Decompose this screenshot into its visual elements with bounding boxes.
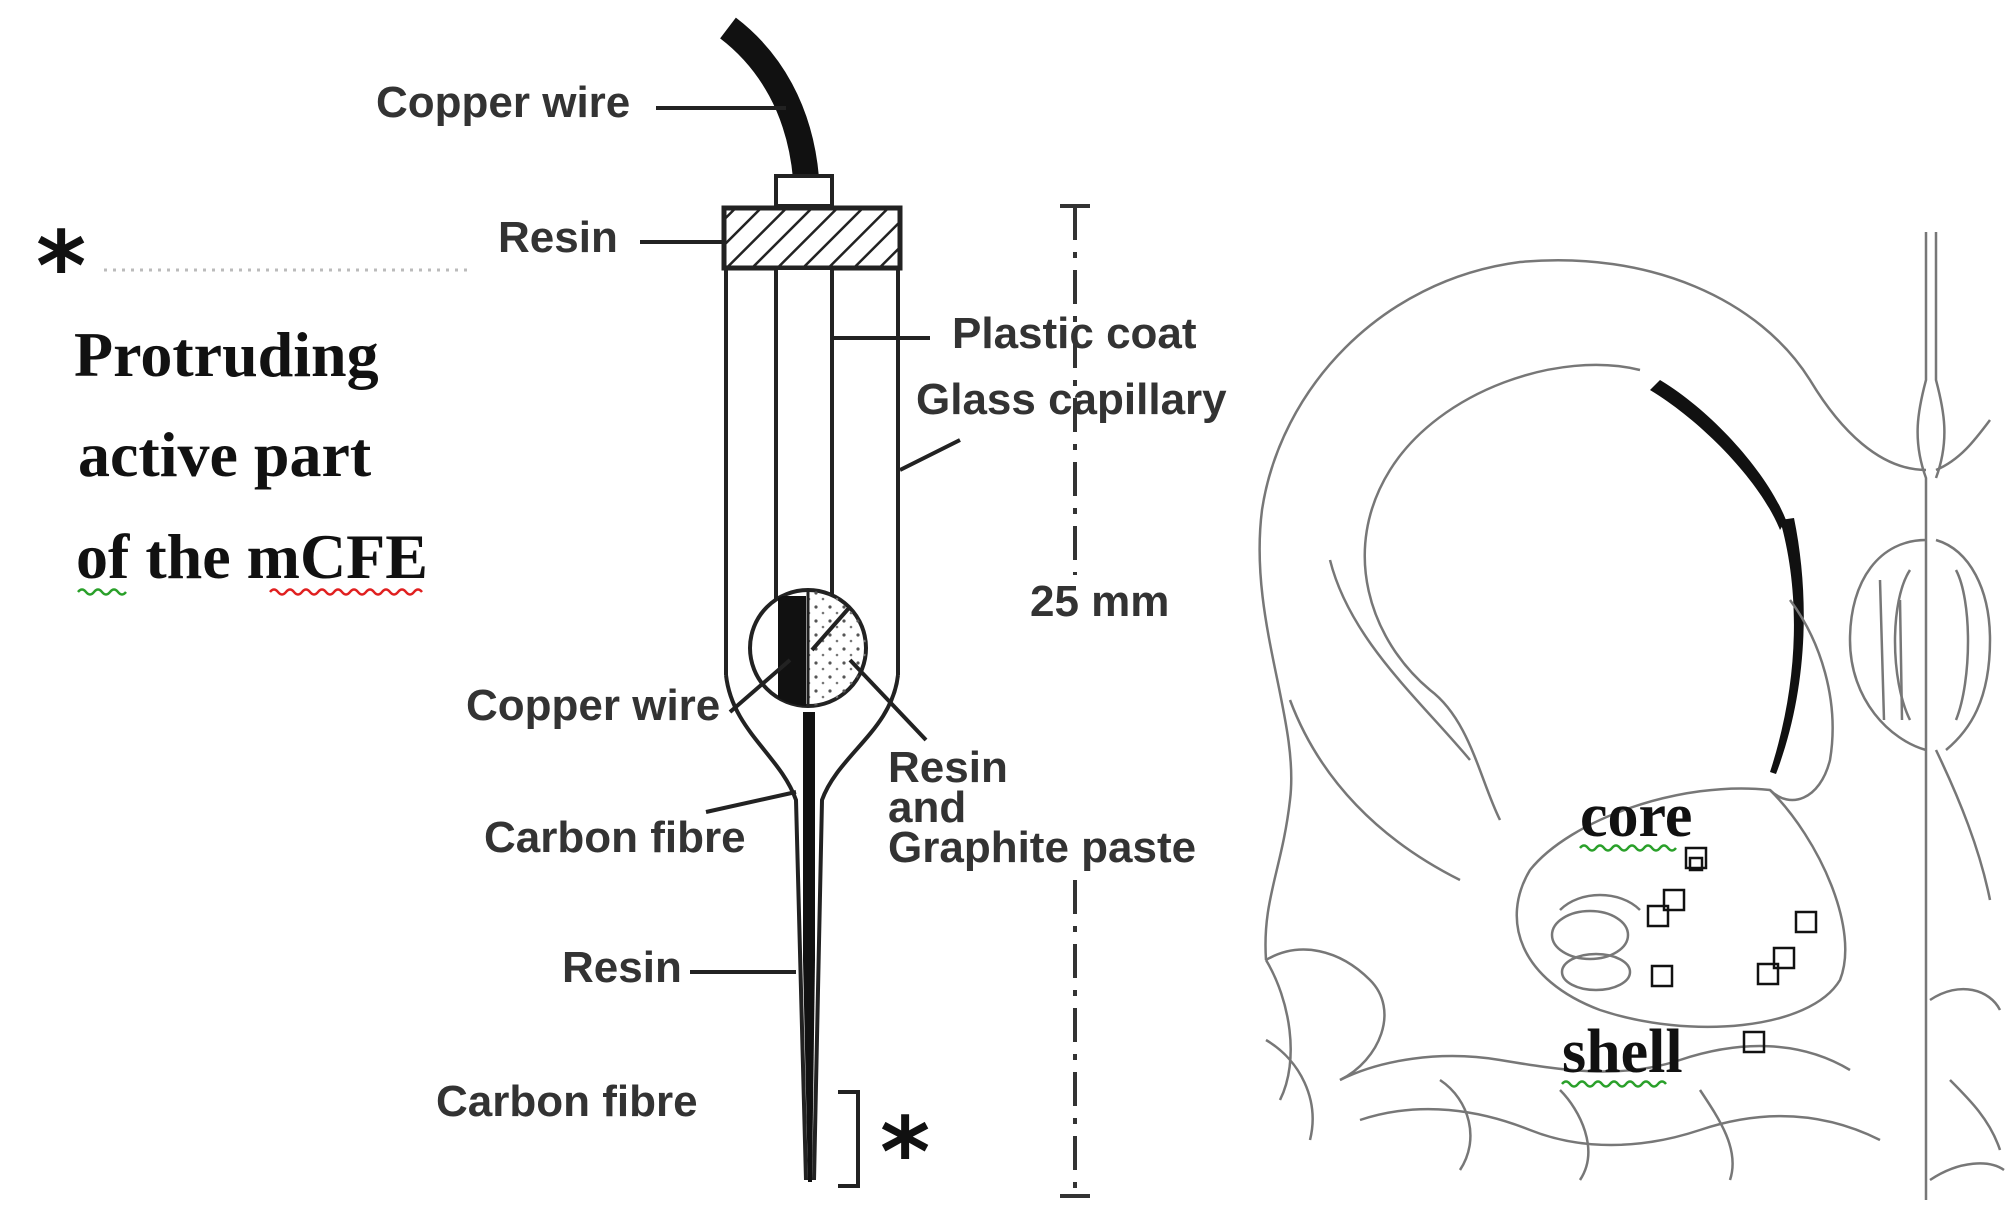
capillary-taper-right (812, 674, 900, 1181)
spellcheck-underline-mcfe (269, 588, 423, 596)
label-copper-wire-top: Copper wire (376, 78, 630, 127)
leader-copper-wire-mid (728, 658, 792, 714)
copper-wire-cable (719, 17, 819, 180)
right-lower-lines (1929, 1162, 2005, 1182)
marker (1650, 964, 1674, 988)
ventricle-wall (1770, 518, 1804, 774)
label-copper-wire-mid: Copper wire (466, 681, 720, 730)
olfactory-tubercle (1339, 1044, 1851, 1082)
label-resin-bottom: Resin (562, 943, 682, 992)
marker (1684, 846, 1708, 870)
septum-columns (1878, 579, 1904, 721)
label-resin-top: Resin (498, 213, 618, 262)
magnified-joint (748, 588, 868, 708)
marker (1688, 856, 1704, 872)
spellcheck-underline-of (77, 588, 127, 596)
lateral-lobe (1265, 948, 1386, 1082)
ventral-boundary (1359, 1107, 1881, 1147)
label-resin-and-graphite-1: Resin (888, 743, 1008, 792)
electrode-diagram (104, 17, 1090, 1198)
lateral-ventricle (1650, 380, 1786, 530)
septum-lobe-inner (1893, 569, 1912, 721)
cortex-outer (1258, 258, 1927, 961)
carbon-fibre (803, 712, 815, 1182)
marker (1646, 904, 1670, 928)
region-label-core: core (1580, 782, 1692, 850)
brain-section (1258, 232, 2005, 1200)
region-labels: core shell (1561, 782, 1692, 1088)
spellcheck-underline-shell (1561, 1080, 1667, 1088)
septum-lobe (1848, 538, 1927, 752)
right-hemisphere-partial (1929, 749, 2002, 1151)
label-glass-capillary: Glass capillary (916, 375, 1227, 424)
left-edge-lines (1264, 959, 1314, 1141)
septum-lobe-right-inner (1954, 569, 1970, 721)
leader-glass-capillary (899, 438, 961, 472)
note-line-3: of the mCFE (76, 521, 428, 592)
leader-carbon-fibre-mid (705, 790, 797, 814)
anterior-commissure-2 (1560, 952, 1632, 992)
plastic-coat-tube (774, 266, 834, 600)
anterior-commissure-1 (1550, 909, 1630, 961)
midline (1916, 232, 1928, 1200)
placement-markers (1646, 846, 1818, 1054)
external-capsule (1328, 559, 1471, 761)
protruding-bracket (838, 1090, 860, 1188)
asterisk-bottom: * (880, 1097, 930, 1209)
note-line-2: active part (78, 419, 372, 490)
marker (1794, 910, 1818, 934)
striatum (1769, 599, 1834, 802)
label-resin-and-graphite-2: and (888, 783, 966, 832)
electrode-labels: Copper wire Resin Plastic coat Glass cap… (36, 78, 1227, 1209)
midline-inner (1934, 232, 1946, 479)
ventral-boundary-2 (1439, 1078, 1734, 1181)
marker (1742, 1030, 1766, 1054)
label-resin-and-graphite-3: Graphite paste (888, 823, 1196, 872)
label-carbon-fibre-bottom: Carbon fibre (436, 1077, 698, 1126)
asterisk-top: * (36, 211, 86, 323)
leader-resin-graphite (848, 658, 928, 742)
label-length: 25 mm (1030, 577, 1169, 626)
marker (1662, 888, 1686, 912)
region-label-shell: shell (1562, 1018, 1683, 1086)
length-dimension (1060, 204, 1090, 1198)
wire-sleeve (774, 174, 834, 208)
septum-lobe-right (1935, 538, 1992, 751)
cortex-layer (1288, 699, 1461, 882)
nucleus-accumbens (1515, 787, 1847, 1029)
white-matter-inner (1363, 363, 1641, 821)
protruding-note: Protruding active part of the mCFE (74, 319, 428, 596)
marker (1772, 946, 1796, 970)
cortex-outer-right (1935, 419, 1991, 472)
resin-cap (721, 205, 903, 271)
label-plastic-coat: Plastic coat (952, 309, 1197, 358)
accumbens-inner (1559, 893, 1641, 911)
note-line-1: Protruding (74, 319, 379, 390)
marker (1756, 962, 1780, 986)
label-carbon-fibre-mid: Carbon fibre (484, 813, 746, 862)
capillary-taper-left (724, 674, 808, 1181)
spellcheck-underline-core (1579, 844, 1677, 852)
